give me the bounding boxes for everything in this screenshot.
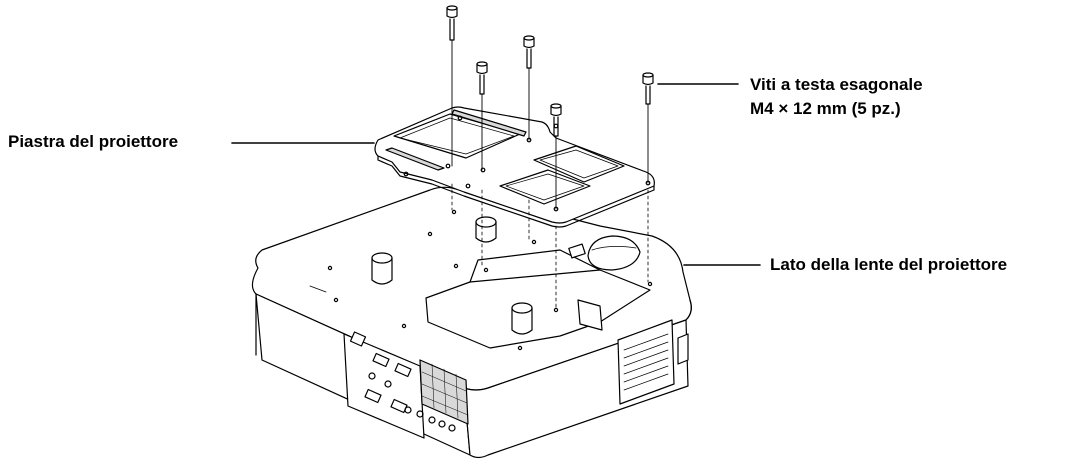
hex-screw-1 (446, 5, 458, 167)
screws-label-line2: M4 × 12 mm (5 pz.) (750, 99, 901, 118)
alignment-lines (451, 183, 649, 309)
hex-screw-3 (523, 35, 535, 141)
hex-screw-2 (476, 61, 488, 171)
plate-label: Piastra del proiettore (8, 132, 179, 151)
hex-screw-5 (642, 72, 654, 184)
callout-leaders (231, 83, 761, 266)
hex-screws (446, 5, 654, 210)
screws-label-line1: Viti a testa esagonale (750, 75, 923, 94)
lens-side-label: Lato della lente del proiettore (770, 255, 1008, 274)
hex-screw-4 (550, 103, 562, 210)
projector-plate (374, 106, 655, 228)
projector-body (251, 186, 692, 459)
